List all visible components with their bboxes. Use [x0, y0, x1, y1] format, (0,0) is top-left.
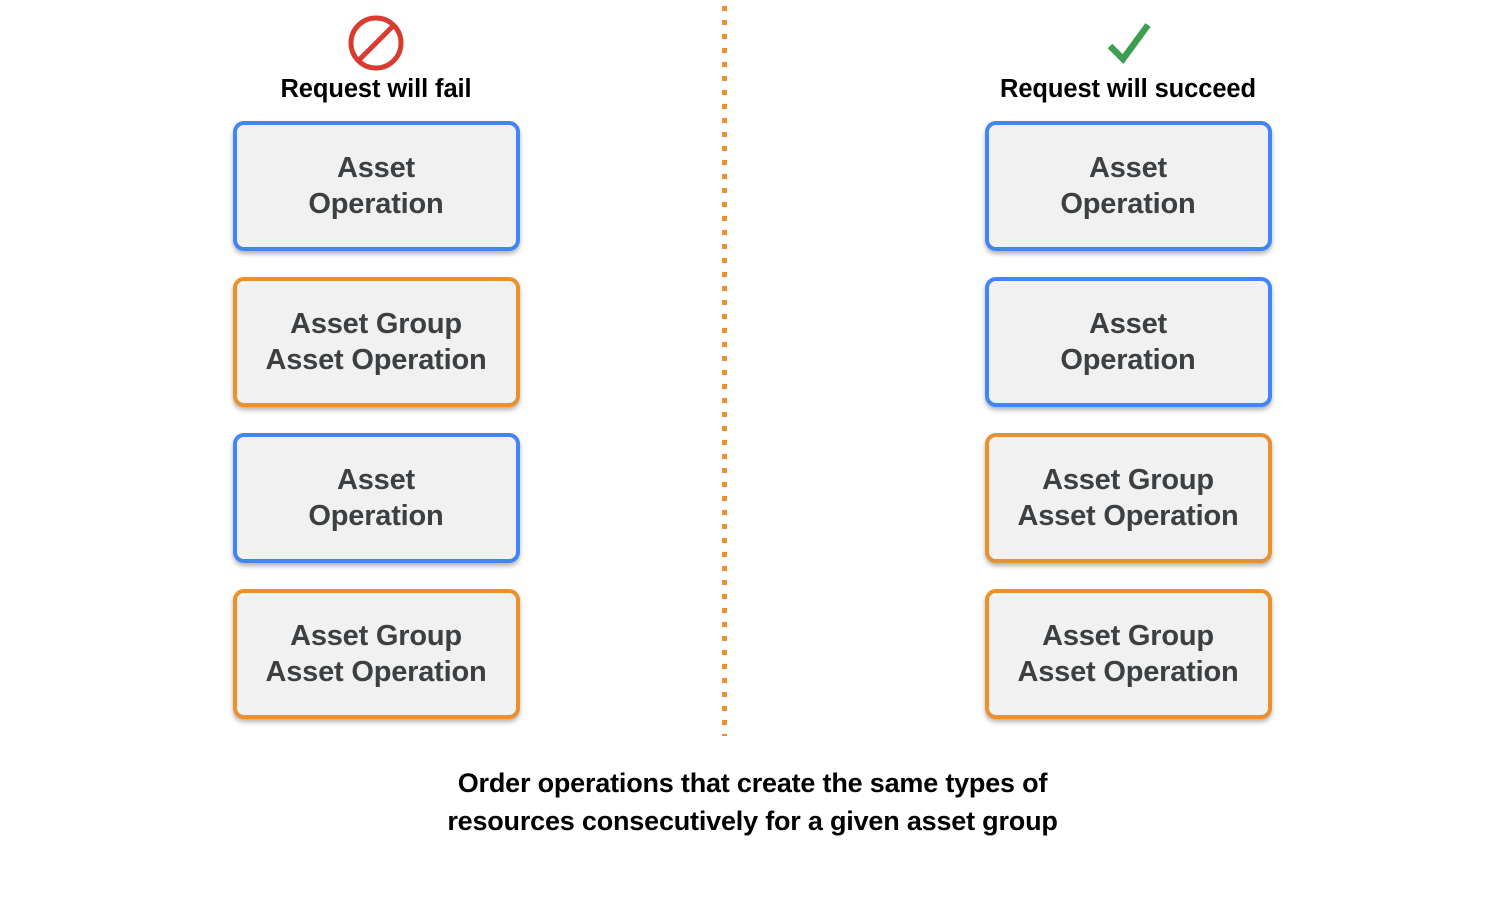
column-fail-header: Request will fail: [280, 0, 472, 104]
vertical-dotted-divider: [722, 6, 727, 736]
card-label: Asset Group Asset Operation: [1017, 619, 1239, 688]
card-asset-group-asset-operation[interactable]: Asset Group Asset Operation: [984, 589, 1272, 719]
card-label: Asset Group Asset Operation: [1017, 463, 1239, 532]
prohibition-icon: [348, 15, 404, 71]
column-fail-card-stack: Asset Operation Asset Group Asset Operat…: [232, 121, 520, 719]
card-asset-operation[interactable]: Asset Operation: [232, 433, 520, 563]
card-label: Asset Operation: [308, 151, 444, 220]
card-asset-group-asset-operation[interactable]: Asset Group Asset Operation: [984, 433, 1272, 563]
card-label: Asset Operation: [1060, 151, 1196, 220]
column-succeed-header: Request will succeed: [1000, 0, 1256, 104]
card-asset-operation[interactable]: Asset Operation: [984, 277, 1272, 407]
card-label: Asset Operation: [1060, 307, 1196, 376]
card-label: Asset Group Asset Operation: [265, 307, 487, 376]
column-succeed-title: Request will succeed: [1000, 75, 1256, 103]
card-asset-group-asset-operation[interactable]: Asset Group Asset Operation: [232, 277, 520, 407]
card-asset-group-asset-operation[interactable]: Asset Group Asset Operation: [232, 589, 520, 719]
column-fail: Request will fail Asset Operation Asset …: [0, 0, 752, 719]
checkmark-icon: [1107, 23, 1151, 64]
column-fail-title: Request will fail: [280, 75, 472, 103]
card-label: Asset Group Asset Operation: [265, 619, 487, 688]
diagram-caption: Order operations that create the same ty…: [447, 768, 1058, 837]
card-asset-operation[interactable]: Asset Operation: [984, 121, 1272, 251]
comparison-columns: Request will fail Asset Operation Asset …: [0, 0, 1504, 719]
column-succeed-card-stack: Asset Operation Asset Operation Asset Gr…: [984, 121, 1272, 719]
card-label: Asset Operation: [308, 463, 444, 532]
column-succeed: Request will succeed Asset Operation Ass…: [752, 0, 1504, 719]
card-asset-operation[interactable]: Asset Operation: [232, 121, 520, 251]
